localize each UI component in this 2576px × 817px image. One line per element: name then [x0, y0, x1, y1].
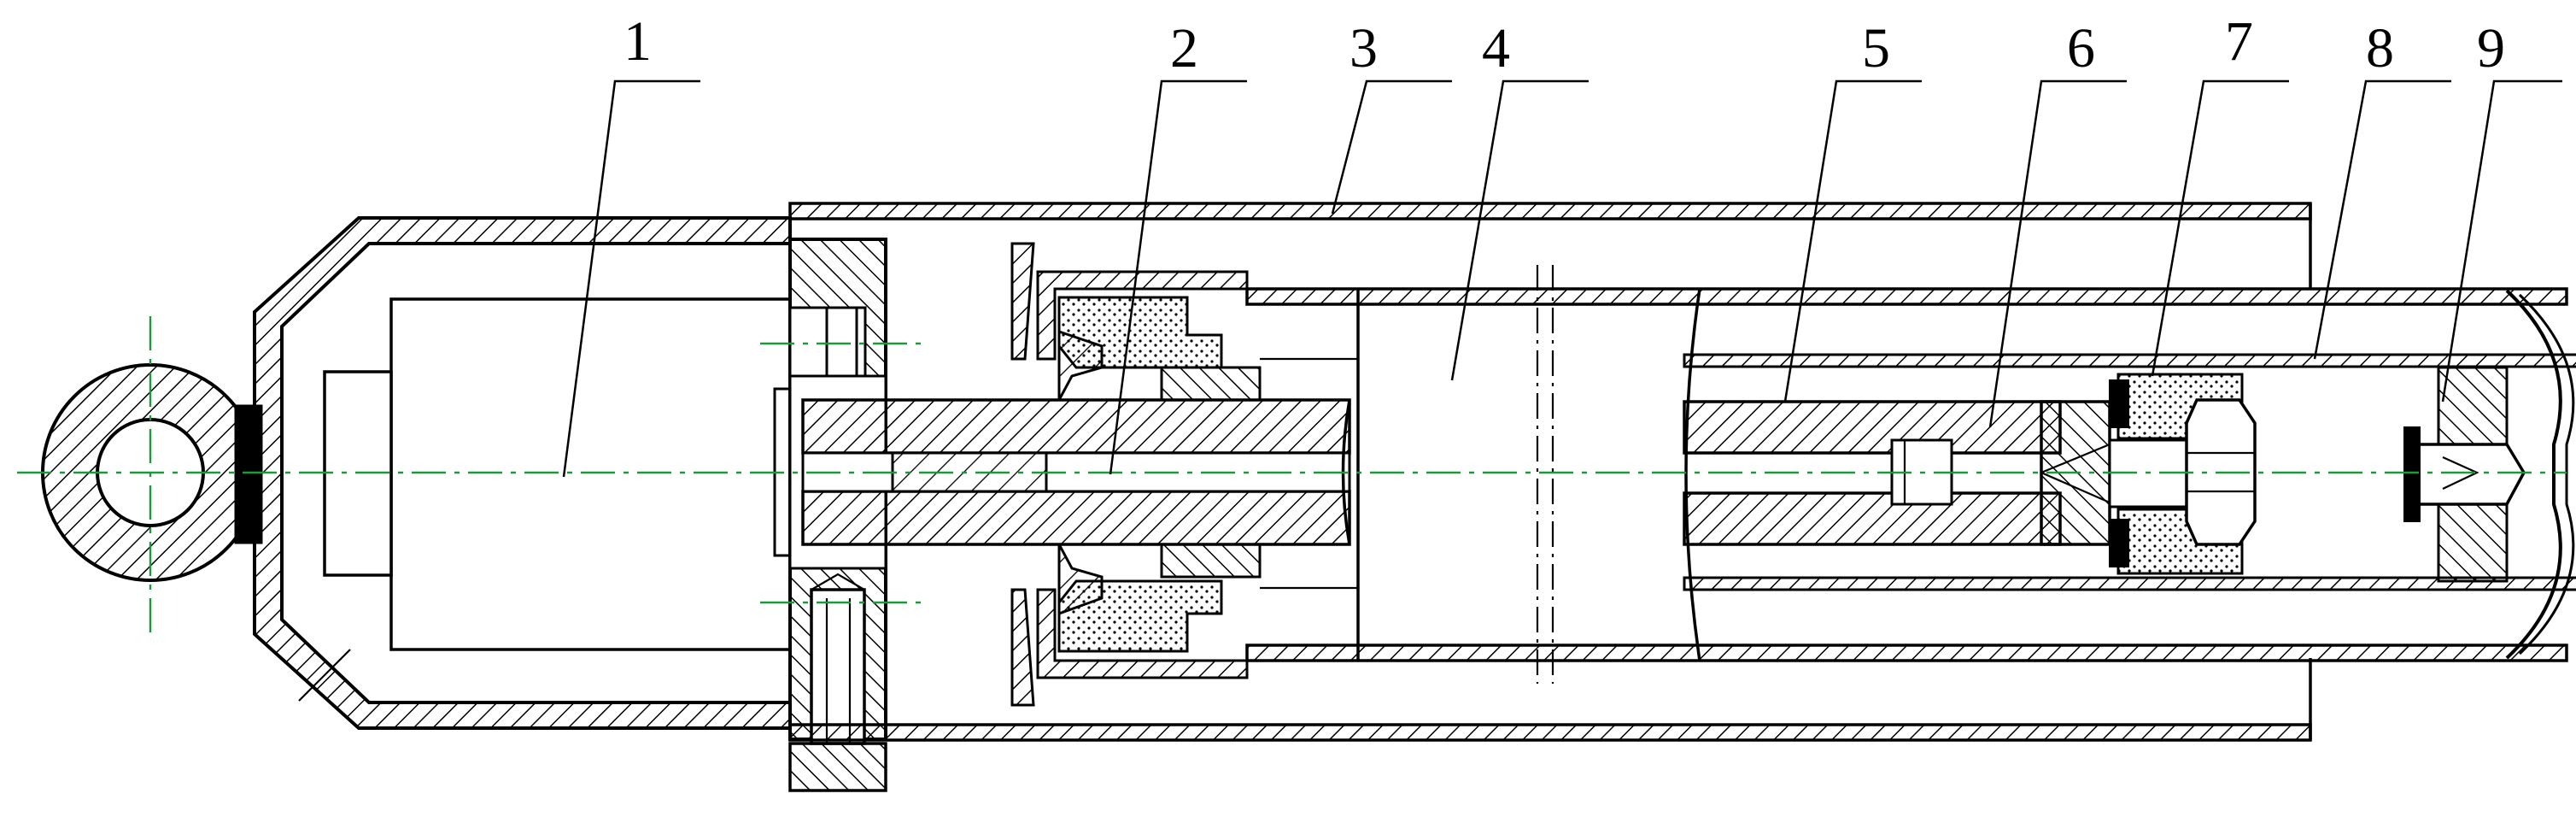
- callout-4: 4: [1482, 17, 1510, 79]
- callout-9: 9: [2477, 17, 2505, 79]
- motor-body: [323, 297, 793, 651]
- outer-cylinder: [788, 202, 2312, 742]
- mounting-eye: [41, 316, 263, 632]
- callout-7: 7: [2225, 10, 2253, 73]
- callout-8: 8: [2366, 17, 2394, 79]
- leader-lines: [562, 79, 2562, 478]
- callout-5: 5: [1862, 17, 1890, 79]
- inner-tube-right: [1683, 288, 2576, 661]
- working-cylinder: [1245, 265, 2568, 684]
- bottom-valve: [2403, 289, 2575, 660]
- piston-rod: [801, 398, 1351, 546]
- callout-6: 6: [2067, 17, 2095, 79]
- callout-labels: 1 2 3 4 5 6 7 8 9: [624, 10, 2505, 79]
- callout-2: 2: [1170, 17, 1198, 79]
- callout-1: 1: [624, 10, 652, 73]
- callout-3: 3: [1349, 17, 1378, 79]
- guide-seal-assembly: [1010, 242, 1358, 707]
